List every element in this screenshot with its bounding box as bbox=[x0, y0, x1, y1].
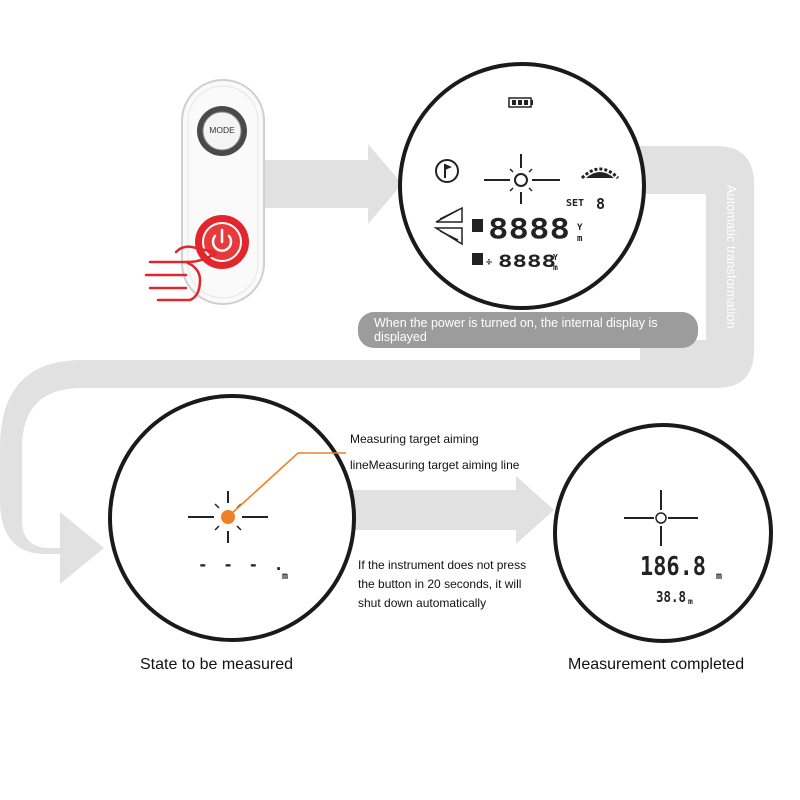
state-to-measure-caption: State to be measured bbox=[140, 656, 293, 673]
unit-y: Y bbox=[577, 223, 583, 233]
mode-button[interactable] bbox=[197, 106, 247, 156]
crosshair-icon bbox=[484, 154, 560, 204]
measurement-completed-caption: Measurement completed bbox=[568, 656, 745, 673]
flow-arrow-middle bbox=[352, 476, 554, 544]
crosshair-icon bbox=[624, 490, 698, 546]
aiming-label-line-2: lineMeasuring target aiming line bbox=[350, 458, 520, 472]
slope-icon bbox=[435, 206, 463, 223]
v-label: V bbox=[474, 255, 480, 266]
aiming-leader-line bbox=[229, 452, 346, 516]
power-icon bbox=[211, 228, 233, 252]
complete-secondary-unit: m bbox=[688, 597, 693, 606]
flag-icon bbox=[435, 159, 459, 183]
complete-main-readout: 186.8 bbox=[640, 552, 706, 582]
mode-label: MODE bbox=[209, 125, 235, 135]
shutdown-note: If the instrument does not press the but… bbox=[358, 558, 527, 610]
waiting-unit: m bbox=[282, 571, 288, 582]
aiming-label-line-1: Measuring target aiming bbox=[350, 432, 479, 446]
secondary-readout: 8888 bbox=[498, 252, 556, 272]
arc-icon bbox=[580, 167, 620, 180]
complete-main-unit: m bbox=[716, 571, 722, 582]
set-label: SET bbox=[566, 198, 584, 209]
flow-band-right bbox=[640, 146, 754, 388]
set-digit: 8 bbox=[596, 195, 605, 213]
hand-icon bbox=[144, 245, 218, 302]
secondary-unit-m: m bbox=[553, 263, 558, 272]
complete-secondary-readout: 38.8 bbox=[656, 588, 686, 606]
main-readout: 8888 bbox=[488, 212, 570, 245]
flow-band-left bbox=[0, 348, 718, 584]
power-on-caption: When the power is turned on, the interna… bbox=[358, 312, 698, 348]
waiting-dashes: - - - . bbox=[198, 555, 286, 574]
height-label: H bbox=[474, 222, 480, 233]
angle-icon bbox=[433, 227, 463, 246]
flow-arrow-top bbox=[262, 144, 402, 224]
battery-icon bbox=[508, 97, 533, 108]
plus-minus-glyph: ÷ bbox=[486, 257, 492, 268]
secondary-unit-y: Y bbox=[553, 253, 558, 262]
unit-m: m bbox=[577, 234, 583, 244]
